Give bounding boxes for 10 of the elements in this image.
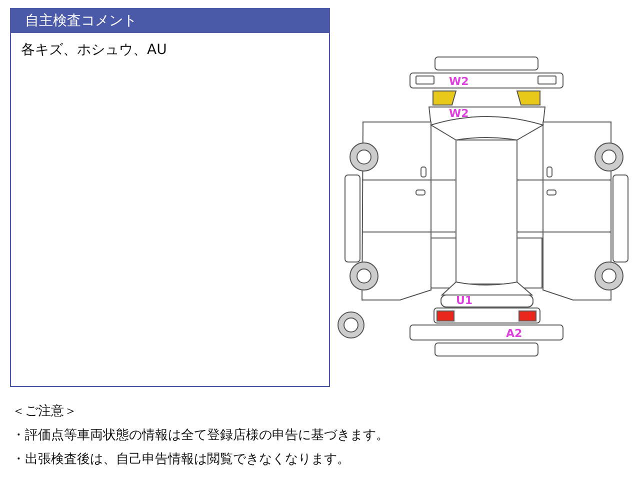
- notice-text: ・評価点等車両状態の情報は全て登録店様の申告に基づきます。: [12, 428, 389, 444]
- panel-heading: 自主検査コメント: [11, 9, 329, 33]
- damage-code: W2: [449, 108, 469, 120]
- comment-text: 各キズ、ホシュウ、AU: [20, 41, 168, 59]
- damage-code: A2: [506, 328, 522, 340]
- damage-code: U1: [456, 295, 473, 307]
- comment-panel: [10, 8, 330, 387]
- damage-code: W2: [449, 76, 469, 88]
- notice-text: ・出張検査後は、自己申告情報は閲覧できなくなります。: [12, 452, 350, 468]
- notice-heading: ＜ご注意＞: [12, 404, 77, 420]
